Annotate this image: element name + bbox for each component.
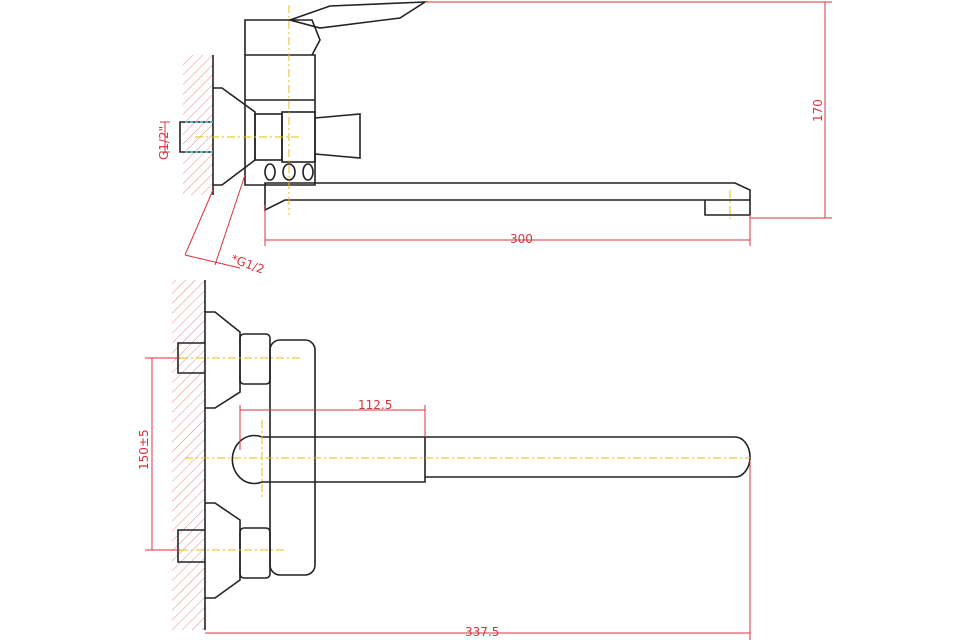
wall-hatch-top — [183, 55, 213, 195]
spout-reach-label: 300 — [510, 232, 533, 246]
cross-handle — [314, 113, 361, 159]
overall-length-label: 337.5 — [465, 625, 499, 639]
spout-side — [264, 182, 751, 216]
height-label: 170 — [811, 99, 825, 122]
spout-top — [425, 436, 751, 478]
top-view: 150±5 112.5 337.5 — [137, 280, 751, 640]
lever-handle — [287, 1, 428, 29]
thread-label-top: G1/2" — [157, 126, 171, 160]
wall-hatch-bottom — [172, 280, 205, 630]
valve-body — [244, 54, 316, 186]
lever — [231, 434, 426, 485]
cartridge — [244, 19, 321, 56]
centers-label: 150±5 — [137, 429, 151, 470]
flange-upper — [205, 311, 241, 409]
thread-label-diag: *G1/2 — [229, 252, 266, 277]
side-view: G1/2" *G1/2 300 170 — [157, 1, 832, 277]
lever-offset-label: 112.5 — [358, 398, 392, 412]
